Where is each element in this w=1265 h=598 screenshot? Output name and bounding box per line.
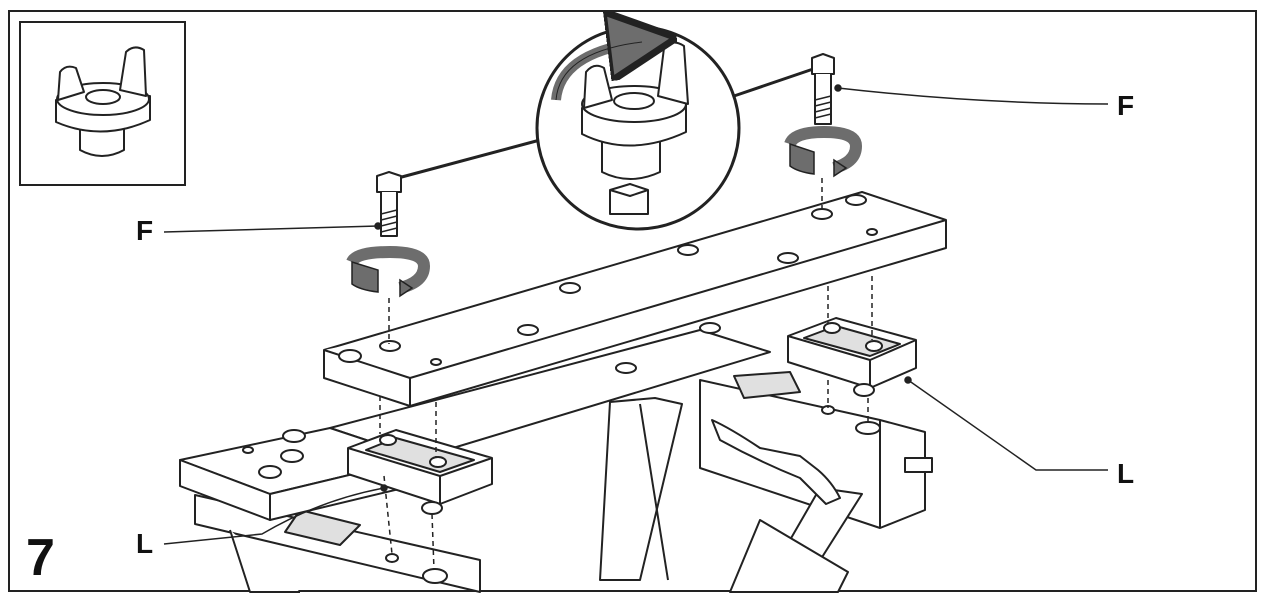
callout-l-right: L [1117, 458, 1135, 489]
callout-l-left: L [136, 528, 154, 559]
callout-f-left: F [136, 215, 154, 246]
rotate-arrow-left-icon [346, 245, 431, 298]
top-plate [323, 191, 947, 407]
bolt-right [811, 53, 835, 125]
support-block-left [347, 429, 493, 515]
support-block-right [787, 317, 917, 397]
wing-nut-inset [19, 21, 186, 186]
leader-lines [163, 84, 1109, 545]
wing-nut-icon [55, 46, 151, 157]
bolt-left [376, 171, 402, 237]
rotate-arrow-right-icon [784, 125, 863, 178]
callout-f-right: F [1117, 90, 1135, 121]
step-number: 7 [26, 529, 55, 587]
tightening-detail-circle [397, 27, 823, 231]
